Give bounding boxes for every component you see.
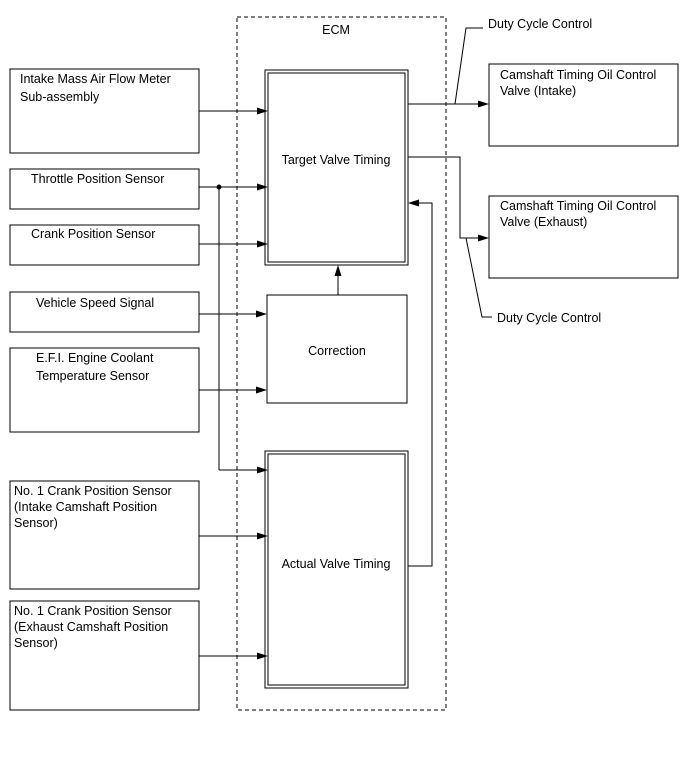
coolant-label-line1: E.F.I. Engine Coolant bbox=[36, 351, 154, 365]
connectors bbox=[199, 27, 492, 660]
maf-label-line2: Sub-assembly bbox=[20, 90, 100, 104]
ecm-label: ECM bbox=[322, 23, 350, 37]
coolant-sensor-box: E.F.I. Engine Coolant Temperature Sensor bbox=[9, 347, 200, 433]
throttle-sensor-box: Throttle Position Sensor bbox=[9, 168, 200, 210]
speed-signal-box: Vehicle Speed Signal bbox=[9, 291, 200, 333]
maf-label-line1: Intake Mass Air Flow Meter bbox=[20, 72, 171, 86]
actual-valve-timing-block: Actual Valve Timing bbox=[264, 450, 409, 689]
actual-valve-timing-label: Actual Valve Timing bbox=[282, 557, 391, 571]
intake-cam-to-actual-arrow bbox=[257, 532, 268, 540]
ocv-exhaust-label-line2: Valve (Exhaust) bbox=[500, 215, 587, 229]
duty-cycle-bottom-leader bbox=[465, 237, 492, 318]
target-valve-timing-label: Target Valve Timing bbox=[282, 153, 391, 167]
exhaust-cam-label-line1: No. 1 Crank Position Sensor bbox=[14, 604, 172, 618]
crank-to-target-arrow bbox=[257, 240, 268, 248]
correction-label: Correction bbox=[308, 344, 366, 358]
crank-sensor-box: Crank Position Sensor bbox=[9, 224, 200, 266]
throttle-to-target-arrow bbox=[257, 183, 268, 191]
intake-cam-label-line2: (Intake Camshaft Position bbox=[14, 500, 157, 514]
ocv-intake-box: Camshaft Timing Oil Control Valve (Intak… bbox=[488, 63, 679, 147]
target-to-ocv-exhaust-line bbox=[408, 156, 479, 239]
duty-cycle-label-bottom: Duty Cycle Control bbox=[497, 311, 601, 325]
target-to-ocv-intake-arrow bbox=[478, 100, 489, 108]
ocv-intake-label-line2: Valve (Intake) bbox=[500, 84, 576, 98]
ocv-exhaust-label-line1: Camshaft Timing Oil Control bbox=[500, 199, 656, 213]
actual-feedback-arrow bbox=[408, 199, 419, 207]
actual-feedback-line bbox=[408, 202, 433, 567]
coolant-to-correction-arrow bbox=[256, 386, 267, 394]
speed-to-correction-arrow bbox=[256, 310, 267, 318]
correction-to-target-arrow bbox=[334, 265, 342, 276]
ocv-exhaust-box: Camshaft Timing Oil Control Valve (Exhau… bbox=[488, 195, 679, 279]
maf-to-target-arrow bbox=[257, 107, 268, 115]
maf-sensor-box: Intake Mass Air Flow Meter Sub-assembly bbox=[9, 68, 200, 154]
exhaust-cam-label-line2: (Exhaust Camshaft Position bbox=[14, 620, 168, 634]
duty-cycle-top-leader bbox=[454, 27, 483, 105]
coolant-label-line2: Temperature Sensor bbox=[36, 369, 149, 383]
intake-cam-label-line1: No. 1 Crank Position Sensor bbox=[14, 484, 172, 498]
throttle-to-actual-arrow bbox=[257, 466, 268, 474]
target-valve-timing-block: Target Valve Timing bbox=[264, 69, 409, 266]
exhaust-cam-label-line3: Sensor) bbox=[14, 636, 58, 650]
crank-label: Crank Position Sensor bbox=[31, 227, 155, 241]
target-to-ocv-exhaust-arrow bbox=[478, 234, 489, 242]
speed-label: Vehicle Speed Signal bbox=[36, 296, 154, 310]
ecm-boundary bbox=[236, 16, 447, 711]
duty-cycle-label-top: Duty Cycle Control bbox=[488, 17, 592, 31]
intake-cam-sensor-box: No. 1 Crank Position Sensor (Intake Cams… bbox=[9, 480, 200, 590]
intake-cam-label-line3: Sensor) bbox=[14, 516, 58, 530]
exhaust-cam-to-actual-arrow bbox=[257, 652, 268, 660]
throttle-label: Throttle Position Sensor bbox=[31, 172, 164, 186]
ocv-intake-label-line1: Camshaft Timing Oil Control bbox=[500, 68, 656, 82]
exhaust-cam-sensor-box: No. 1 Crank Position Sensor (Exhaust Cam… bbox=[9, 600, 200, 711]
correction-block: Correction bbox=[266, 294, 408, 404]
